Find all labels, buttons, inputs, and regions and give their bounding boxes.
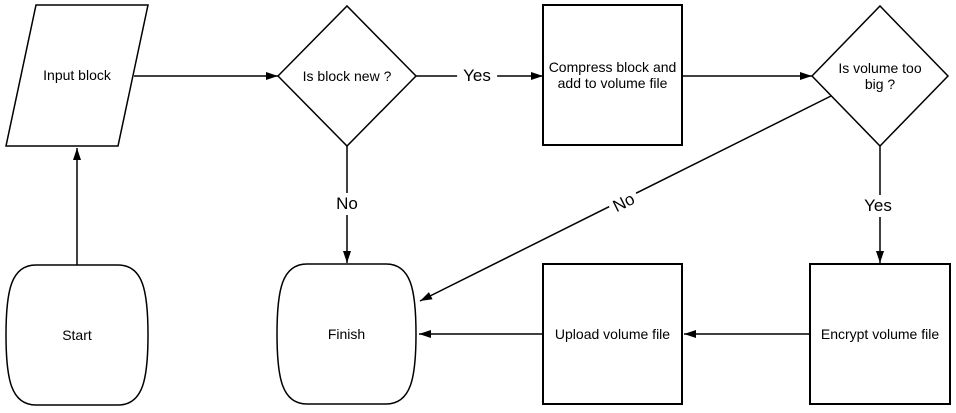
edge-label-block-new-yes: Yes	[457, 65, 497, 87]
edge-label-volume-big-yes: Yes	[858, 195, 898, 217]
is-volume-too-big-decision-shape	[810, 4, 950, 148]
input-block-shape	[5, 4, 149, 147]
is-block-new-decision-shape	[276, 4, 418, 148]
compress-block-shape	[542, 4, 683, 146]
encrypt-volume-file-shape	[809, 263, 951, 405]
start-terminator-shape	[5, 264, 149, 406]
upload-volume-file-shape	[542, 263, 683, 405]
edge-label-block-new-no: No	[330, 193, 364, 215]
finish-terminator-shape	[276, 263, 417, 405]
